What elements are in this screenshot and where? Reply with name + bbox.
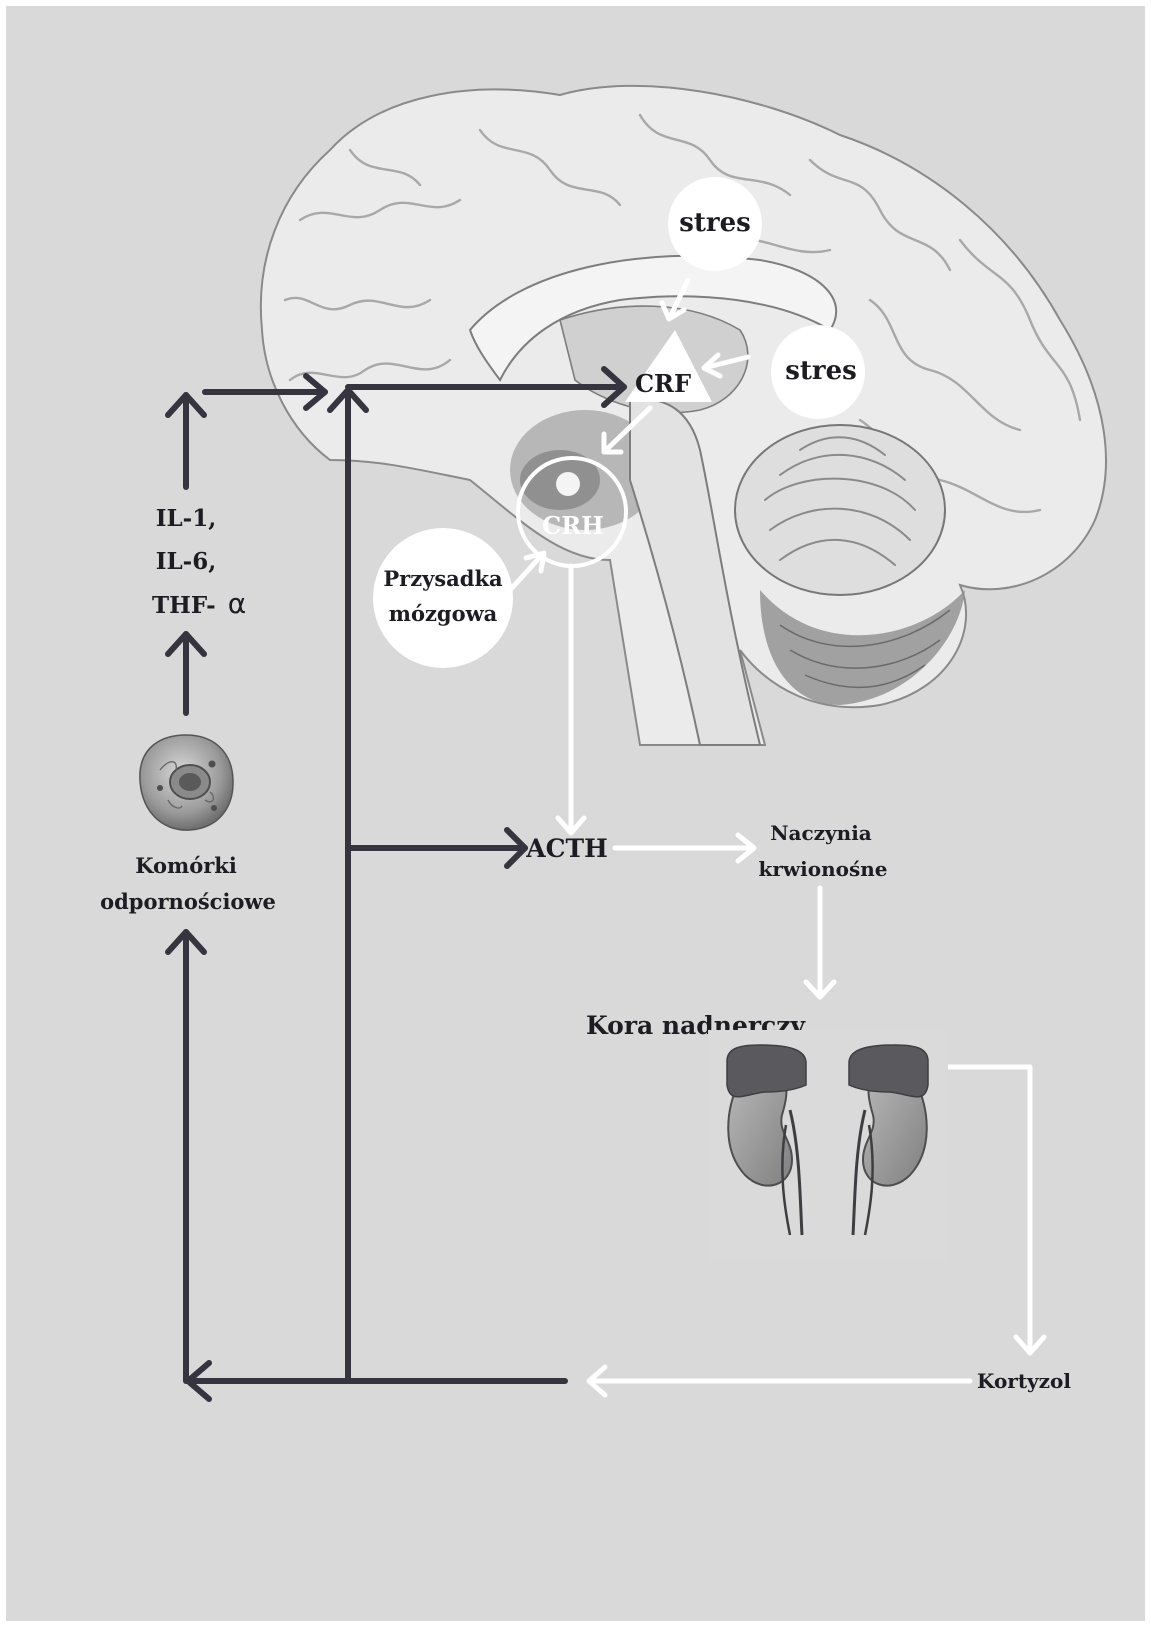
stres-top-label: stres	[679, 208, 751, 238]
immune-cells-label-line1: Komórki	[135, 853, 237, 878]
pituitary-label-line1: Przysadka	[383, 566, 503, 591]
vessels-label-line2: krwionośne	[759, 857, 888, 881]
il6-label: IL-6,	[156, 548, 217, 575]
il1-label: IL-1,	[156, 505, 217, 532]
vessels-label-line1: Naczynia	[770, 821, 872, 845]
kidneys-adrenal-icon	[708, 1030, 948, 1260]
cell-icon	[140, 735, 233, 830]
thf-alpha: α	[228, 587, 246, 620]
cortisol-label: Kortyzol	[977, 1369, 1071, 1393]
pituitary-bubble	[373, 528, 513, 668]
thf-label: THF- α	[152, 587, 246, 620]
stres-right-label: stres	[785, 356, 857, 386]
pituitary-label-line2: mózgowa	[389, 601, 498, 626]
crh-label: CRH	[542, 511, 604, 540]
crf-label: CRF	[635, 369, 691, 398]
thf-text: THF-	[152, 592, 216, 619]
immune-cells-label-line2: odpornościowe	[100, 889, 276, 914]
acth-label: ACTH	[525, 834, 608, 863]
